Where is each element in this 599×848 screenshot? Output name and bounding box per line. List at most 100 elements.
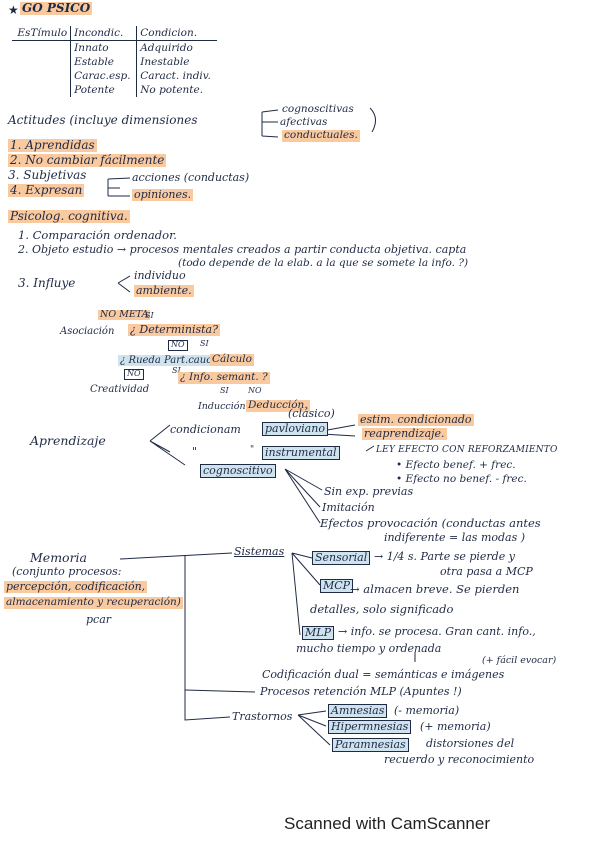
ditto-mark: " (192, 445, 198, 458)
tree-branch-label: SI (145, 311, 154, 320)
psicologia-title: Psicolog. cognitiva. (8, 209, 130, 224)
tree-branch-label: SI (200, 339, 209, 348)
list-item: • Efecto benef. + frec. (396, 459, 516, 471)
table-row: Innato Adquirido (12, 40, 217, 56)
tree-node: Creatividad (90, 384, 150, 395)
concept-detail: recuerdo y reconocimiento (384, 753, 535, 766)
table-cell: Potente (70, 83, 137, 98)
list-item-continued: (todo depende de la elab. a la que se so… (178, 257, 469, 269)
tree-node: Cálculo (210, 353, 254, 366)
tree-branch-label: NO (248, 386, 262, 395)
list-item: • Efecto no benef. - frec. (396, 473, 527, 485)
table-cell: Incondic. (70, 26, 137, 42)
tree-node: NO META (98, 309, 151, 321)
concept-detail: → info. se procesa. Gran cant. info., (338, 625, 536, 638)
concept-detail: → almacen breve. Se pierden (350, 582, 520, 596)
concept-box: cognoscitivo (200, 464, 276, 479)
memoria-subtitle: pcar (86, 613, 112, 626)
concept-label: condicionam (170, 423, 241, 436)
tree-node: Deducción. (246, 399, 310, 412)
table-cell (12, 69, 71, 83)
list-item: Sin exp. previas (324, 485, 414, 498)
memoria-subtitle: almacenamiento y recuperación) (4, 596, 183, 609)
memoria-subtitle: (conjunto procesos: (12, 565, 122, 578)
tree-node: ¿ Info. semant. ? (178, 371, 270, 384)
concept-detail: Codificación dual = semánticas e imágene… (262, 668, 505, 681)
table-cell: EsTímulo (12, 26, 71, 42)
tree-branch-label: NO (124, 369, 144, 380)
memoria-subtitle: percepción, codificación, (4, 580, 148, 594)
table-cell: Adquirido (136, 40, 217, 56)
ditto-mark: " (250, 445, 255, 455)
concept-box: Hipermnesias (328, 720, 412, 735)
concept-detail: otra pasa a MCP (440, 565, 533, 578)
actitudes-title: Actitudes (incluye dimensiones (8, 113, 198, 127)
concept-label: Trastornos (232, 710, 293, 723)
connector-lines (107, 107, 416, 746)
concept-detail: (- memoria) (394, 704, 460, 717)
table-row: Carac.esp. Caract. indiv. (12, 69, 217, 84)
table-cell: Caract. indiv. (136, 69, 217, 84)
star-icon: ★ (8, 3, 19, 17)
annotation: (clásico) (288, 407, 335, 420)
list-item-continued: indiferente = las modas ) (384, 531, 526, 544)
concept-box: MCP (320, 579, 354, 594)
concept-detail: mucho tiempo y ordenada (296, 642, 442, 655)
concept-label: estim. condicionado (358, 413, 474, 427)
concept-detail: detalles, solo significado (310, 602, 454, 616)
table-cell (12, 83, 71, 97)
concept-label: Sistemas (234, 545, 285, 558)
table-cell: Estable (70, 55, 137, 70)
concept-label: reaprendizaje. (362, 427, 447, 441)
tree-node: Inducción (198, 401, 246, 412)
tree-node: ¿ Determinista? (128, 323, 220, 337)
tree-branch-label: NO (168, 340, 188, 351)
influye-item: ambiente. (134, 284, 194, 298)
concept-box: Sensorial (312, 551, 371, 566)
tree-branch-label: SI (220, 386, 229, 395)
table-cell (12, 41, 71, 56)
tree-node: ¿ Rueda Part.cauce? (118, 355, 226, 366)
concept-box: instrumental (262, 446, 340, 461)
page-title: GO PSICO (20, 1, 93, 16)
table-cell: Innato (70, 40, 137, 56)
memoria-title: Memoria (30, 550, 88, 565)
aprendizaje-title: Aprendizaje (30, 433, 106, 448)
concept-box: pavloviano (262, 422, 328, 437)
annotation: (+ fácil evocar) (482, 655, 557, 666)
concept-detail: → 1/4 s. Parte se pierde y (374, 550, 515, 563)
list-item: 3. Influye (18, 276, 76, 290)
table-cell: Condicion. (136, 26, 217, 42)
table-cell (12, 55, 71, 69)
list-item: 2. No cambiar fácilmente (8, 153, 167, 168)
table-cell: Inestable (136, 55, 217, 70)
tree-branch-label: SI (172, 366, 181, 375)
stimulus-table: EsTímulo Incondic. Condicion. Innato Adq… (12, 26, 217, 98)
concept-box: Amnesias (328, 704, 388, 719)
expresan-item: acciones (conductas) (132, 171, 250, 184)
scanner-watermark: Scanned with CamScanner (284, 814, 491, 833)
concept-box: Paramnesias (332, 738, 409, 753)
list-item: 2. Objeto estudio → procesos mentales cr… (18, 243, 467, 256)
list-item: Efectos provocación (conductas antes (320, 516, 541, 530)
tree-node: Asociación (60, 326, 115, 337)
expresan-item: opiniones. (132, 188, 194, 202)
influye-item: individuo (134, 269, 186, 282)
list-item: 1. Comparación ordenador. (18, 228, 177, 242)
concept-box: MLP (302, 626, 334, 641)
dimension-item: conductuales. (282, 129, 360, 142)
dimension-item: afectivas (280, 116, 328, 128)
concept-detail: Procesos retención MLP (Apuntes !) (260, 685, 462, 698)
dimension-item: cognoscitivas (282, 103, 354, 115)
list-item: 4. Expresan (8, 183, 85, 198)
concept-detail: distorsiones del (426, 737, 515, 750)
table-cell: No potente. (136, 83, 217, 98)
concept-label: LEY EFECTO CON REFORZAMIENTO (376, 445, 558, 455)
table-row: Potente No potente. (12, 83, 217, 98)
concept-detail: (+ memoria) (420, 720, 491, 733)
table-row: Estable Inestable (12, 55, 217, 70)
list-item: Imitación (322, 501, 375, 514)
table-cell: Carac.esp. (70, 69, 137, 84)
list-item: 3. Subjetivas (8, 168, 87, 182)
